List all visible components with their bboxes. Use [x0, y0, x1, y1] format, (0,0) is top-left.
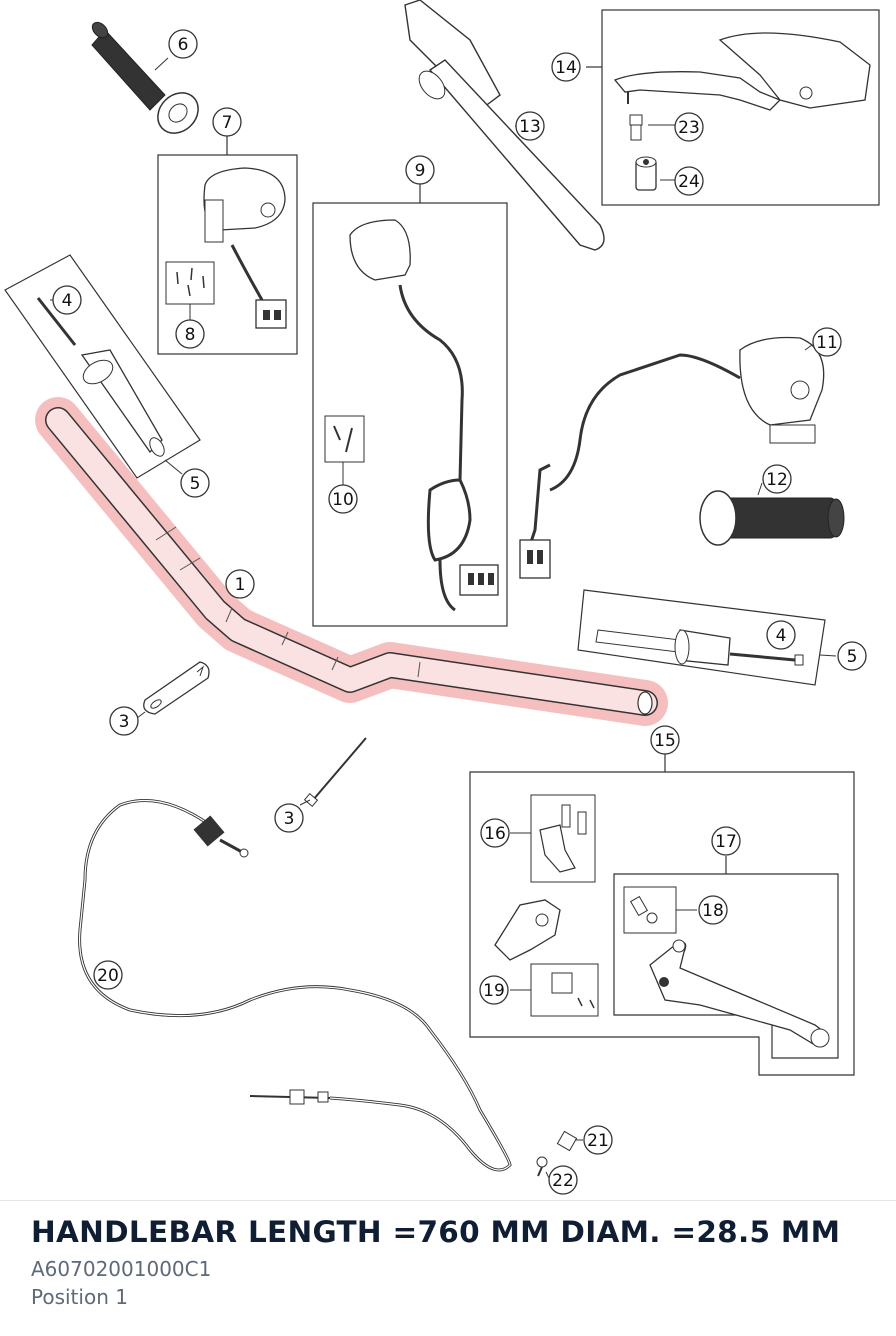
callout-5-left[interactable]: 5 [180, 468, 210, 498]
svg-text:14: 14 [555, 58, 577, 78]
callout-16[interactable]: 16 [480, 818, 510, 848]
part-position: Position 1 [31, 1285, 128, 1309]
callout-4-right[interactable]: 4 [766, 620, 796, 650]
throttle-cable-20-part[interactable] [78, 799, 512, 1172]
callout-8[interactable]: 8 [175, 319, 205, 349]
screws-10-part[interactable] [333, 425, 353, 453]
callout-4-left[interactable]: 4 [52, 285, 82, 315]
callout-5-right[interactable]: 5 [837, 641, 867, 671]
svg-text:10: 10 [332, 490, 354, 510]
callout-3-middle[interactable]: 3 [274, 803, 304, 833]
switch-7-part[interactable] [203, 167, 287, 329]
svg-text:3: 3 [119, 712, 130, 732]
callout-22[interactable]: 22 [548, 1165, 578, 1195]
handlebar-outline-inner [46, 408, 657, 715]
svg-text:24: 24 [678, 172, 700, 192]
svg-text:15: 15 [654, 731, 676, 751]
callout-17[interactable]: 17 [711, 826, 741, 856]
svg-text:4: 4 [776, 626, 787, 646]
adjuster-18-part[interactable] [629, 895, 658, 924]
callout-11[interactable]: 11 [812, 327, 842, 357]
part-number: A60702001000C1 [31, 1257, 212, 1281]
bar-end-left-part[interactable] [36, 297, 167, 459]
callout-19[interactable]: 19 [479, 975, 509, 1005]
svg-text:7: 7 [222, 113, 233, 133]
clamp-16-part[interactable] [539, 804, 587, 873]
svg-text:3: 3 [284, 809, 295, 829]
svg-text:13: 13 [519, 117, 541, 137]
svg-text:1: 1 [235, 575, 246, 595]
screw-21-part[interactable] [556, 1130, 578, 1152]
svg-text:19: 19 [483, 981, 505, 1001]
svg-text:22: 22 [552, 1171, 574, 1191]
part-title: HANDLEBAR LENGTH =760 MM DIAM. =28.5 MM [31, 1215, 841, 1249]
callout-7[interactable]: 7 [212, 107, 242, 137]
right-grip-part[interactable] [699, 490, 845, 546]
bar-end-right-part[interactable] [595, 629, 804, 666]
callout-23[interactable]: 23 [674, 112, 704, 142]
callout-6[interactable]: 6 [168, 29, 198, 59]
handlebar-part[interactable] [35, 397, 668, 726]
part-info-footer: HANDLEBAR LENGTH =760 MM DIAM. =28.5 MM … [0, 1200, 896, 1336]
clutch-lever-17-part[interactable] [649, 939, 830, 1048]
svg-text:11: 11 [816, 333, 838, 353]
hand-guard-14-part[interactable] [613, 32, 871, 111]
svg-text:12: 12 [766, 470, 788, 490]
callout-24[interactable]: 24 [674, 166, 704, 196]
weight-24-part[interactable] [635, 156, 657, 191]
exploded-parts-diagram: 1 3 3 4 4 5 5 6 7 8 9 10 [4, 0, 880, 1195]
left-grip-part[interactable] [89, 19, 206, 141]
clamp-19-part[interactable] [551, 972, 595, 1009]
callout-1[interactable]: 1 [225, 569, 255, 599]
callout-14[interactable]: 14 [551, 52, 581, 82]
svg-text:6: 6 [178, 35, 189, 55]
lever-bracket-part[interactable] [494, 899, 561, 961]
screws-8-part[interactable] [176, 267, 205, 297]
cable-clamp-3-part[interactable] [143, 661, 210, 715]
svg-text:17: 17 [715, 832, 737, 852]
svg-text:18: 18 [702, 901, 724, 921]
callout-20[interactable]: 20 [93, 960, 123, 990]
callout-9[interactable]: 9 [405, 155, 435, 185]
callout-12[interactable]: 12 [762, 464, 792, 494]
screw-22-part[interactable] [536, 1156, 548, 1177]
callout-3-left[interactable]: 3 [109, 706, 139, 736]
svg-text:8: 8 [185, 325, 196, 345]
svg-text:9: 9 [415, 161, 426, 181]
svg-text:21: 21 [587, 1131, 609, 1151]
callout-15[interactable]: 15 [650, 725, 680, 755]
svg-text:23: 23 [678, 118, 700, 138]
callout-13[interactable]: 13 [515, 111, 545, 141]
switch-11-part[interactable] [519, 336, 825, 579]
svg-text:5: 5 [190, 474, 201, 494]
nut-23-part[interactable] [629, 114, 643, 141]
cable-tie-3-part[interactable] [303, 737, 367, 807]
callout-21[interactable]: 21 [583, 1125, 613, 1155]
svg-text:20: 20 [97, 966, 119, 986]
callout-10[interactable]: 10 [328, 484, 358, 514]
mirror-13-part[interactable] [404, 0, 605, 251]
svg-text:4: 4 [62, 291, 73, 311]
svg-text:5: 5 [847, 647, 858, 667]
switch-9-part[interactable] [349, 219, 499, 612]
svg-text:16: 16 [484, 824, 506, 844]
callout-18[interactable]: 18 [698, 895, 728, 925]
